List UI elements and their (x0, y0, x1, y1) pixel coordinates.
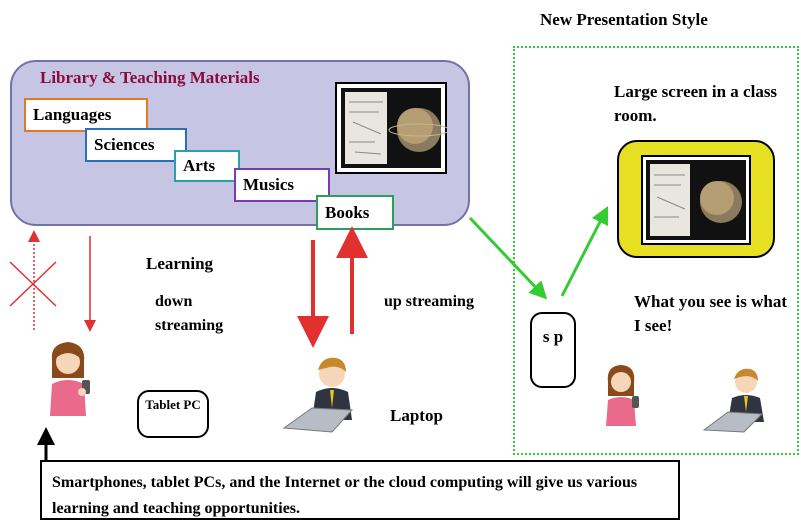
large-screen-image (641, 155, 751, 245)
library-title: Library & Teaching Materials (40, 68, 260, 87)
man-laptop-icon (282, 357, 354, 433)
blocked-upstream-arrow (9, 230, 57, 330)
category-sciences: Sciences (85, 128, 187, 162)
woman-smartphone-icon (50, 342, 90, 416)
wysiwis-text: What you see is what I see! (634, 292, 788, 335)
category-books: Books (316, 195, 394, 230)
category-arts: Arts (174, 150, 240, 182)
new-presentation-style-title: New Presentation Style (540, 10, 708, 29)
large-screen-text: Large screen in a class room. (614, 82, 778, 125)
sp-box: s p (530, 312, 576, 388)
new-presentation-panel (513, 46, 799, 455)
green-arrow-to-screen (560, 205, 609, 297)
caption-box: Smartphones, tablet PCs, and the Interne… (40, 460, 680, 520)
down-streaming-label: down streaming (155, 293, 224, 334)
tablet-pc-box: Tablet PC (137, 390, 209, 438)
woman-right-icon (606, 365, 639, 426)
man-right-icon (702, 368, 764, 433)
book-image (335, 82, 447, 174)
category-musics: Musics (234, 168, 330, 202)
learning-label: Learning (146, 254, 214, 273)
laptop-label: Laptop (390, 406, 443, 425)
green-arrow-to-sp (468, 216, 548, 300)
up-streaming-label: up streaming (384, 293, 474, 310)
